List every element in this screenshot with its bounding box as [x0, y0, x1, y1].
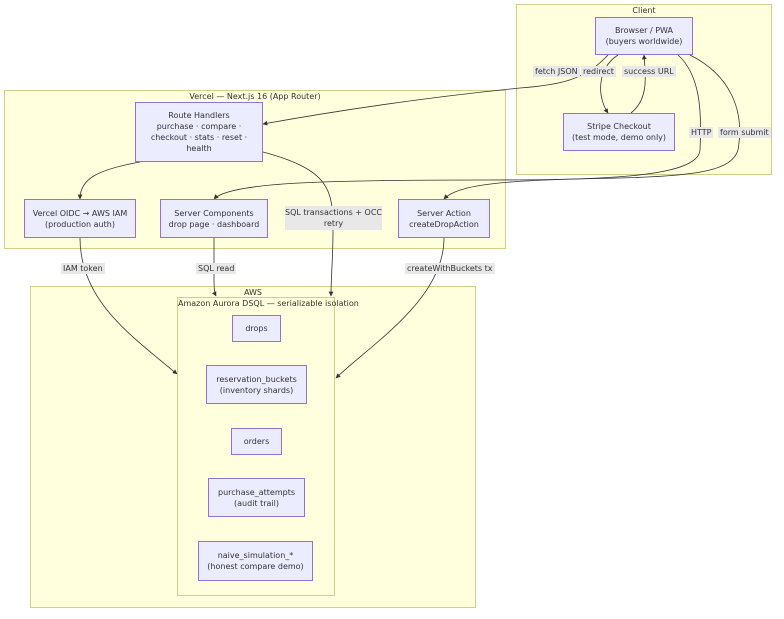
sql-transactions-note: SQL transactions + OCC retry — [285, 206, 382, 230]
edge-server-action-aurora — [335, 237, 445, 379]
browser-node-label: Browser / PWA (buyers worldwide) — [605, 26, 683, 46]
route-handlers-node: Route Handlers purchase · compare · chec… — [135, 102, 263, 162]
edge-browser-stripe-redirect — [600, 54, 619, 114]
purchase-attempts-table-node-label: purchase_attempts (audit trail) — [218, 487, 295, 508]
reservation-buckets-table-node: reservation_buckets (inventory shards) — [206, 365, 307, 404]
browser-node: Browser / PWA (buyers worldwide) — [595, 17, 693, 55]
naive-simulation-table-node-label: naive_simulation_* (honest compare demo) — [207, 551, 304, 571]
edge-label-redirect: redirect — [581, 66, 616, 77]
stripe-checkout-node-label: Stripe Checkout (test mode, demo only) — [571, 122, 667, 142]
reservation-buckets-table-node-label: reservation_buckets (inventory shards) — [216, 374, 297, 395]
cluster-aws-title: AWS — [243, 288, 263, 297]
edge-label-form-submit: form submit — [718, 127, 771, 138]
cluster-aurora-title: Amazon Aurora DSQL — serializable isolat… — [178, 299, 359, 308]
edge-server-components-aurora — [211, 238, 217, 297]
edge-browser-server-action — [443, 54, 741, 200]
edge-label-fetch-json: fetch JSON — [533, 66, 580, 77]
orders-table-node: orders — [231, 428, 282, 455]
route-handlers-node-label: Route Handlers purchase · compare · chec… — [150, 111, 248, 153]
edge-label-iam-token: IAM token — [61, 263, 105, 274]
naive-simulation-table-node: naive_simulation_* (honest compare demo) — [198, 541, 313, 581]
cluster-vercel-title: Vercel — Next.js 16 (App Router) — [189, 92, 321, 101]
server-action-node: Server Action createDropAction — [398, 199, 490, 238]
server-components-node-label: Server Components drop page · dashboard — [168, 208, 260, 229]
drops-table-node-label: drops — [245, 324, 268, 333]
vercel-oidc-node: Vercel OIDC → AWS IAM (production auth) — [24, 199, 136, 238]
edge-label-create-with-buckets: createWithBuckets tx — [405, 263, 495, 274]
purchase-attempts-table-node: purchase_attempts (audit trail) — [208, 478, 305, 517]
server-components-node: Server Components drop page · dashboard — [160, 199, 268, 238]
vercel-oidc-node-label: Vercel OIDC → AWS IAM (production auth) — [32, 208, 128, 229]
edge-label-success-url: success URL — [622, 66, 676, 77]
stripe-checkout-node: Stripe Checkout (test mode, demo only) — [563, 113, 675, 151]
orders-table-node-label: orders — [243, 437, 270, 446]
edge-stripe-browser-success — [630, 54, 647, 114]
drops-table-node: drops — [232, 315, 281, 342]
server-action-node-label: Server Action createDropAction — [409, 208, 479, 229]
edge-label-http: HTTP — [689, 127, 714, 138]
edge-label-sql-read: SQL read — [196, 263, 237, 274]
sql-transactions-note-label: SQL transactions + OCC retry — [285, 208, 382, 228]
edge-route-handlers-oidc — [77, 161, 141, 200]
cluster-client-title: Client — [632, 6, 656, 15]
edge-oidc-aurora — [79, 237, 178, 375]
edge-browser-route-handlers — [262, 54, 609, 126]
